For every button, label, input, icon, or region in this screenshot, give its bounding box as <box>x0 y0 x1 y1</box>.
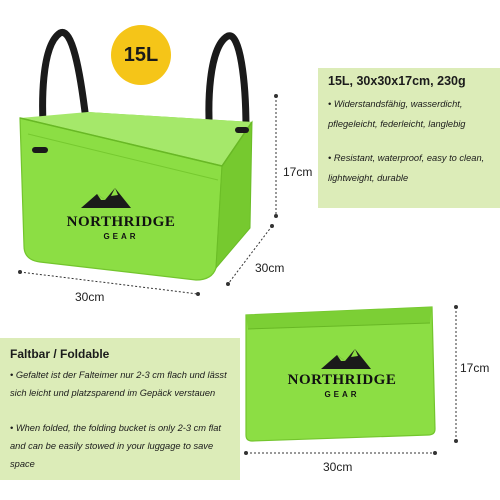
left-handle <box>39 29 90 156</box>
spec-de-line1: • Widerstandsfähig, wasserdicht, <box>328 99 463 109</box>
spec-title: 15L, 30x30x17cm, 230g <box>328 74 466 88</box>
fold-en-line2: and can be easily stowed in your luggage… <box>10 441 214 451</box>
fold-de-line2: sich leicht und platzsparend im Gepäck v… <box>10 388 216 398</box>
brand-name-folded: NORTHRIDGE <box>277 372 407 389</box>
right-handle <box>205 32 250 162</box>
brand-logo-folded <box>321 349 371 369</box>
spec-en-line2: lightweight, durable <box>328 173 409 183</box>
fold-title: Faltbar / Foldable <box>10 347 110 361</box>
brand-name-open: NORTHRIDGE <box>66 214 176 231</box>
open-height-label: 17cm <box>283 165 313 179</box>
brand-sub-folded: GEAR <box>277 390 407 399</box>
capacity-badge: 15L <box>111 25 171 85</box>
brand-sub-text: GEAR <box>103 232 139 241</box>
brand-name-text: NORTHRIDGE <box>287 372 397 388</box>
spec-de-line2: pflegeleicht, federleicht, langlebig <box>328 119 466 129</box>
open-bucket-illustration <box>18 29 278 296</box>
folded-bucket-front <box>245 306 436 442</box>
spec-panel: 15L, 30x30x17cm, 230g • Widerstandsfähig… <box>318 68 500 208</box>
fold-en-line1: • When folded, the folding bucket is onl… <box>10 423 221 433</box>
spec-en-line1: • Resistant, waterproof, easy to clean, <box>328 153 485 163</box>
folded-height-label: 17cm <box>460 361 490 375</box>
brand-sub-text: GEAR <box>324 390 360 399</box>
open-depth-label: 30cm <box>255 261 285 275</box>
brand-sub-open: GEAR <box>66 232 176 241</box>
open-width-label: 30cm <box>75 290 105 304</box>
folded-width-label: 30cm <box>323 460 353 474</box>
capacity-badge-text: 15L <box>123 43 159 66</box>
fold-panel: Faltbar / Foldable • Gefaltet ist der Fa… <box>0 338 240 480</box>
brand-logo-open <box>81 188 131 208</box>
folded-bucket-illustration <box>244 305 458 455</box>
fold-de-line1: • Gefaltet ist der Falteimer nur 2-3 cm … <box>10 370 227 380</box>
brand-name-text: NORTHRIDGE <box>66 214 176 230</box>
fold-en-line3: space <box>10 459 35 469</box>
